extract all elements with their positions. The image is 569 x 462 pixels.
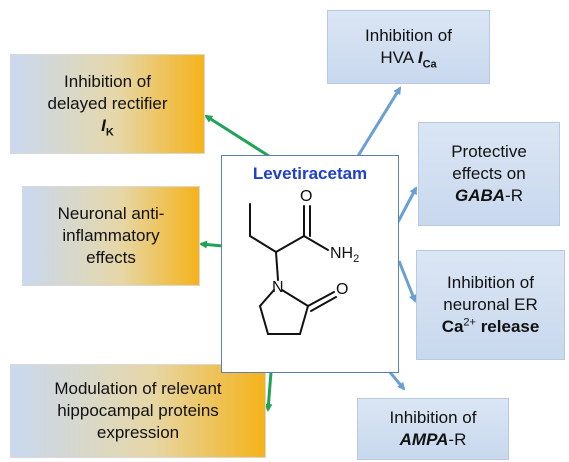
effect-gaba-line3: GABA-R [455, 185, 523, 207]
effect-er-calcium-line1: Inhibition of [447, 273, 534, 292]
arrow-to-hva [356, 86, 402, 157]
effect-gaba: Protective effects on GABA-R [418, 122, 560, 226]
effect-er-calcium-sup: 2+ [463, 316, 476, 329]
arrow-to-hippocampal [264, 371, 273, 412]
atom-nh2: NH2 [330, 245, 359, 265]
atom-nh: NH [330, 245, 353, 262]
effect-delayed-rectifier-symbol-row: IK [101, 115, 114, 139]
levetiracetam-box: Levetiracetam O NH2 N O [221, 155, 399, 373]
effect-er-calcium: Inhibition of neuronal ER Ca2+ release [416, 250, 565, 360]
arrow-to-anti-inflammatory [199, 240, 224, 249]
effect-gaba-line2: effects on [452, 164, 526, 183]
effect-ampa-line2: AMPA-R [400, 429, 467, 451]
effect-anti-inflammatory: Neuronal anti- inflammatory effects [22, 186, 200, 286]
atom-n: N [272, 279, 284, 296]
effect-hva-line2: HVA ICa [380, 47, 437, 71]
effect-hippocampal-line1: Modulation of relevant [54, 379, 222, 398]
effect-hippocampal-line3: expression [96, 423, 180, 442]
effect-anti-inflammatory-line3: effects [86, 248, 136, 267]
effect-delayed-rectifier-line1: Inhibition of [64, 72, 151, 91]
effect-hippocampal-line2: hippocampal proteins [57, 401, 219, 420]
ica-symbol: I [417, 48, 423, 67]
effect-er-calcium-line2: neuronal ER [443, 295, 538, 314]
atom-o-ring: O [336, 281, 348, 298]
atom-o-carbonyl: O [300, 188, 312, 205]
levetiracetam-structure: O NH2 N O [249, 188, 359, 335]
ik-symbol: I [101, 116, 106, 135]
effect-ampa-line1: Inhibition of [389, 408, 477, 427]
ik-subscript: K [105, 126, 114, 139]
effect-er-calcium-suffix: release [475, 317, 540, 336]
effect-anti-inflammatory-line1: Neuronal anti- [57, 204, 165, 223]
effect-hippocampal: Modulation of relevant hippocampal prote… [10, 364, 266, 458]
arrow-to-delayed-rectifier [204, 114, 273, 160]
ica-subscript: Ca [422, 58, 437, 71]
effect-gaba-suffix: -R [505, 186, 523, 205]
effect-anti-inflammatory-line2: inflammatory [62, 226, 160, 245]
effect-delayed-rectifier-line2: delayed rectifier [47, 94, 168, 113]
effect-ampa-bold: AMPA [399, 430, 449, 449]
effect-hva-line1: Inhibition of [365, 26, 452, 45]
drug-title: Levetiracetam [252, 164, 368, 183]
effect-gaba-bold: GABA [454, 186, 506, 205]
effect-er-calcium-line3: Ca2+ release [442, 316, 540, 338]
effect-hva: Inhibition of HVA ICa [327, 10, 490, 84]
arrow-to-gaba [396, 186, 418, 223]
effect-er-calcium-bold: Ca [441, 317, 464, 336]
arrow-to-er-calcium [397, 260, 417, 303]
atom-nh2-sub: 2 [353, 253, 359, 265]
effect-ampa-suffix: -R [448, 430, 467, 449]
effect-delayed-rectifier: Inhibition of delayed rectifier IK [10, 54, 205, 154]
effect-hva-prefix: HVA [380, 48, 418, 67]
effect-gaba-line1: Protective [451, 142, 527, 161]
effect-ampa: Inhibition of AMPA-R [357, 398, 509, 460]
